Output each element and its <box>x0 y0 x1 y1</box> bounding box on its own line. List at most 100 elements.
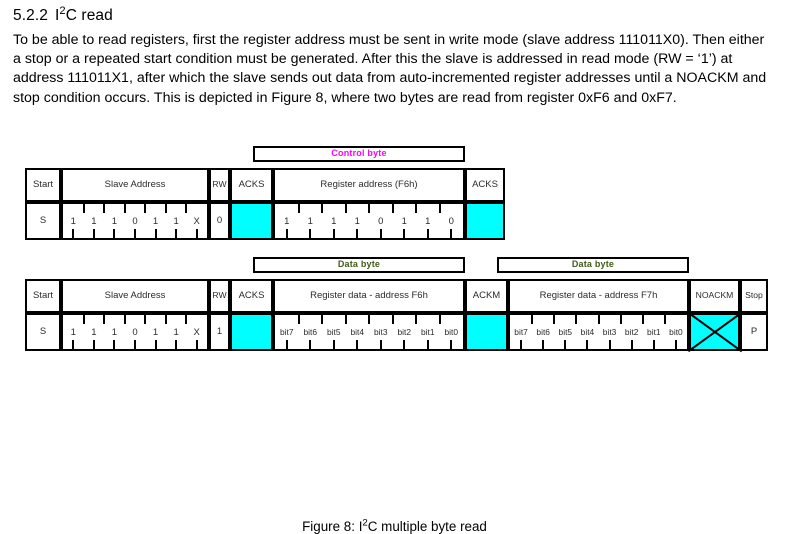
bit-tick-bottom <box>92 229 95 238</box>
header-start-1: Start <box>25 168 61 202</box>
bit-cell: bit6 <box>303 327 317 337</box>
header-acks-2: ACKS <box>465 168 505 202</box>
value-stop: P <box>740 313 768 351</box>
bit-tick-bottom <box>356 229 359 238</box>
header-start-2-label: Start <box>32 290 54 302</box>
bit-tick-bottom <box>154 340 157 349</box>
bit-tick-bottom <box>113 229 116 238</box>
bit-cell: 1 <box>284 215 290 227</box>
section-number: 5.2.2 <box>13 7 48 25</box>
bit-tick-bottom <box>379 340 382 349</box>
bit-cell: 1 <box>111 326 118 338</box>
bit-cell: bit0 <box>444 327 458 337</box>
bit-tick-top <box>368 204 370 213</box>
bit-cell: bit3 <box>373 327 388 337</box>
header-start-1-label: Start <box>32 179 54 191</box>
bit-tick-top <box>438 315 441 324</box>
bit-cell: bit5 <box>558 327 573 337</box>
bit-tick-top <box>321 204 323 213</box>
bit-cell: 1 <box>307 215 313 227</box>
bit-tick-bottom <box>113 340 116 349</box>
bit-cell: X <box>193 215 200 227</box>
value-ackm-label <box>467 315 506 349</box>
bit-tick-top <box>185 315 188 324</box>
header-ackm: ACKM <box>465 279 508 313</box>
bit-tick-bottom <box>426 229 429 238</box>
bit-tick-bottom <box>195 340 198 349</box>
bit-tick-bottom <box>332 340 335 349</box>
bit-tick-bottom <box>154 229 157 238</box>
bit-cell: bit4 <box>580 327 595 337</box>
header-slave-address-2: Slave Address <box>61 279 209 313</box>
value-acks-1-label <box>232 204 271 238</box>
group-header-control-byte-label: Control byte <box>331 148 387 159</box>
value-noackm <box>687 311 742 353</box>
bit-cell: 0 <box>132 215 138 227</box>
bit-tick-top <box>164 315 167 324</box>
bit-tick-top <box>82 315 85 324</box>
bit-cell: bit0 <box>669 327 683 337</box>
bit-tick-top <box>619 315 622 324</box>
bit-tick-bottom <box>674 340 677 349</box>
header-register-address-f6h-label: Register address (F6h) <box>320 179 418 191</box>
header-noackm-label: NOACKM <box>695 290 734 301</box>
bit-cell: X <box>193 326 200 338</box>
bit-tick-top <box>82 204 85 213</box>
header-start-2: Start <box>25 279 61 313</box>
bit-tick-top <box>415 315 417 324</box>
header-acks-2-label: ACKS <box>472 179 498 191</box>
bit-cell: bit1 <box>647 327 661 337</box>
value-start-1-label: S <box>39 215 47 227</box>
bit-tick-top <box>321 315 323 324</box>
bit-tick-bottom <box>332 229 335 238</box>
header-stop-label: Stop <box>745 290 763 301</box>
value-rw-1: 0 <box>209 202 230 240</box>
bit-tick-top <box>344 315 347 324</box>
bit-tick-bottom <box>356 340 359 349</box>
bit-tick-bottom <box>542 340 545 349</box>
bit-tick-bottom <box>652 340 655 349</box>
bit-tick-bottom <box>134 340 136 349</box>
bit-cell: bit1 <box>420 327 435 337</box>
bit-tick-bottom <box>564 340 567 349</box>
bit-cell: bit4 <box>350 327 364 337</box>
bit-tick-bottom <box>175 340 178 349</box>
header-ackm-label: ACKM <box>472 290 501 302</box>
bit-tick-top <box>344 204 347 213</box>
value-acks-3-label <box>232 315 271 349</box>
bit-tick-top <box>297 204 300 213</box>
header-slave-address-1: Slave Address <box>61 168 209 202</box>
bit-tick-bottom <box>403 340 406 349</box>
header-register-address-f6h: Register address (F6h) <box>273 168 465 202</box>
bit-tick-bottom <box>195 229 198 238</box>
bit-cell: 0 <box>378 215 384 227</box>
header-slave-address-1-label: Slave Address <box>104 179 166 191</box>
bit-cell: 1 <box>425 215 431 227</box>
bit-cell: 0 <box>132 326 138 338</box>
bit-tick-bottom <box>520 340 523 349</box>
bit-tick-bottom <box>450 340 453 349</box>
bit-cell: 1 <box>173 215 179 227</box>
bit-cell: 1 <box>152 326 159 338</box>
value-start-2-label: S <box>39 326 47 338</box>
header-acks-3: ACKS <box>230 279 273 313</box>
bit-cell: 1 <box>173 326 179 338</box>
noackm-cross-icon <box>687 311 742 353</box>
bit-tick-bottom <box>426 340 429 349</box>
bit-cell: 1 <box>152 215 159 227</box>
group-header-data-byte-f7-label: Data byte <box>571 259 615 270</box>
header-acks-1: ACKS <box>230 168 273 202</box>
value-rw-2: 1 <box>209 313 230 351</box>
bit-cell: bit2 <box>397 327 411 337</box>
bit-tick-bottom <box>285 229 288 238</box>
bit-tick-bottom <box>134 229 136 238</box>
header-noackm: NOACKM <box>689 279 740 313</box>
header-register-data-f7h-label: Register data - address F7h <box>539 290 658 302</box>
bit-cell: bit6 <box>536 327 550 337</box>
